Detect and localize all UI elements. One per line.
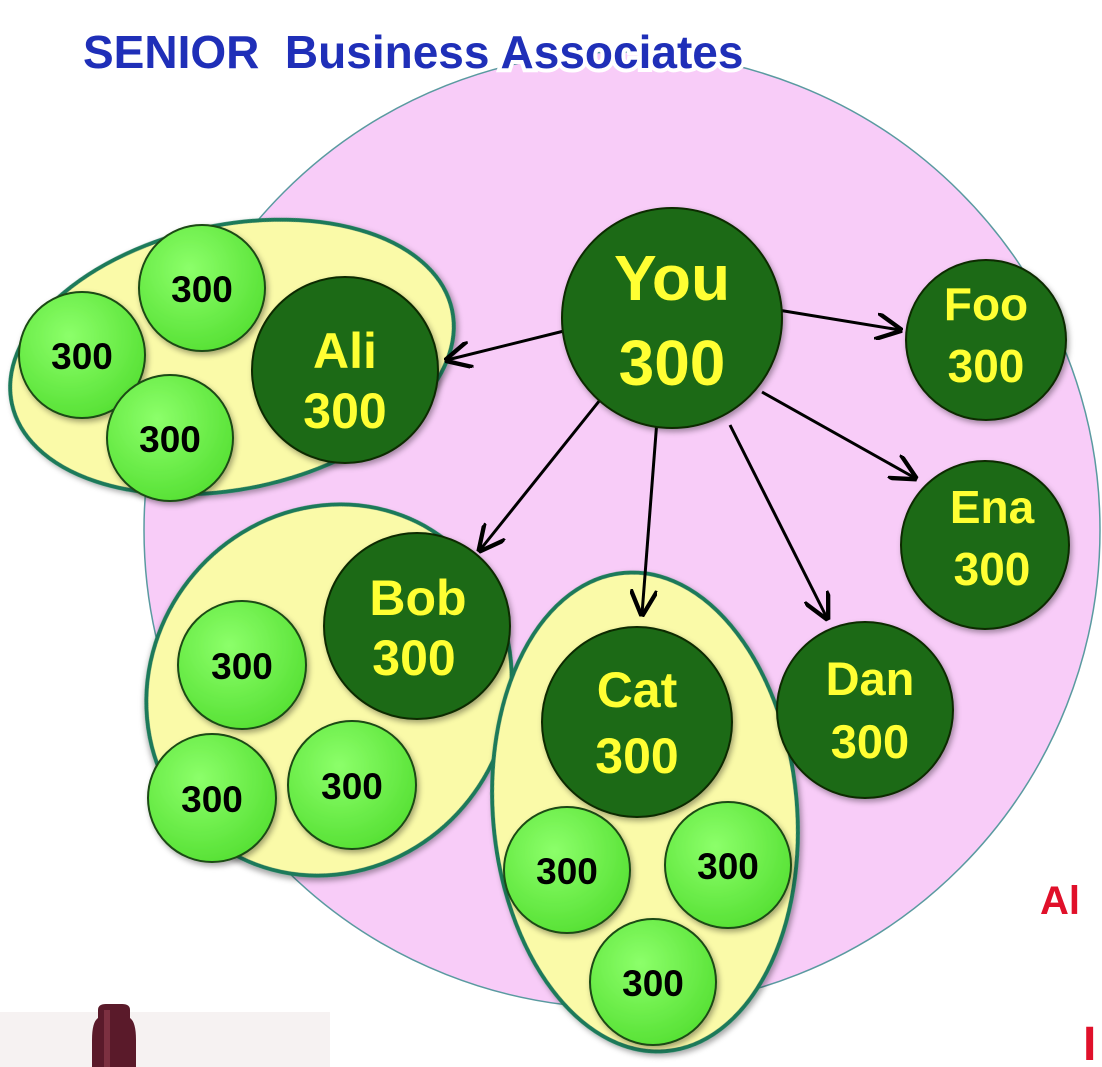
node-foo: Foo 300: [905, 259, 1067, 421]
arrow-to-ali: [447, 328, 569, 360]
ali-sub-nodes: 300 300 300: [18, 224, 266, 502]
diagram-title: SENIOR Business Associates: [83, 26, 743, 78]
node-dan-value: 300: [831, 715, 909, 768]
svg-text:300: 300: [622, 963, 684, 1004]
node-you-name: You: [614, 242, 730, 314]
node-bob: Bob 300: [323, 532, 511, 720]
node-foo-value: 300: [948, 340, 1025, 392]
sub-node: 300: [287, 720, 417, 850]
svg-text:300: 300: [211, 646, 273, 687]
sub-node: 300: [147, 733, 277, 863]
svg-text:300: 300: [51, 336, 113, 377]
svg-text:300: 300: [181, 779, 243, 820]
svg-text:300: 300: [697, 846, 759, 887]
node-you-value: 300: [619, 327, 726, 399]
node-ali-name: Ali: [313, 323, 377, 379]
side-text-line2: I: [1083, 1018, 1096, 1067]
side-text-line1: Al: [1040, 879, 1080, 923]
sub-node: 300: [138, 224, 266, 352]
arrow-to-dan: [728, 424, 827, 618]
svg-text:300: 300: [171, 269, 233, 310]
node-cat-value: 300: [595, 728, 678, 784]
sub-node: 300: [503, 806, 631, 934]
sub-node: 300: [664, 801, 792, 929]
sub-node: 300: [18, 291, 146, 419]
node-ali-value: 300: [303, 383, 386, 439]
connection-arrows: [447, 308, 915, 618]
svg-text:300: 300: [139, 419, 201, 460]
node-dan: Dan 300: [776, 621, 954, 799]
arrow-to-cat: [642, 419, 659, 614]
node-bob-value: 300: [372, 630, 455, 686]
node-ena-name: Ena: [950, 481, 1035, 533]
node-foo-name: Foo: [944, 278, 1028, 330]
node-ali: Ali 300: [251, 276, 439, 464]
svg-text:300: 300: [321, 766, 383, 807]
sub-node: 300: [106, 374, 234, 502]
svg-text:300: 300: [536, 851, 598, 892]
bottle-image: [0, 1004, 330, 1067]
node-ena: Ena 300: [900, 460, 1070, 630]
arrow-to-ena: [761, 390, 915, 478]
sub-node: 300: [589, 918, 717, 1046]
node-cat-name: Cat: [597, 662, 678, 718]
node-cat: Cat 300: [541, 626, 733, 818]
node-ena-value: 300: [954, 543, 1031, 595]
arrow-to-foo: [777, 308, 900, 330]
arrow-to-bob: [480, 399, 602, 550]
cat-sub-nodes: 300 300 300: [503, 801, 792, 1046]
bob-sub-nodes: 300 300 300: [147, 600, 417, 863]
node-you: You 300: [561, 207, 783, 429]
sub-node: 300: [177, 600, 307, 730]
node-bob-name: Bob: [369, 570, 466, 626]
node-dan-name: Dan: [826, 652, 915, 705]
